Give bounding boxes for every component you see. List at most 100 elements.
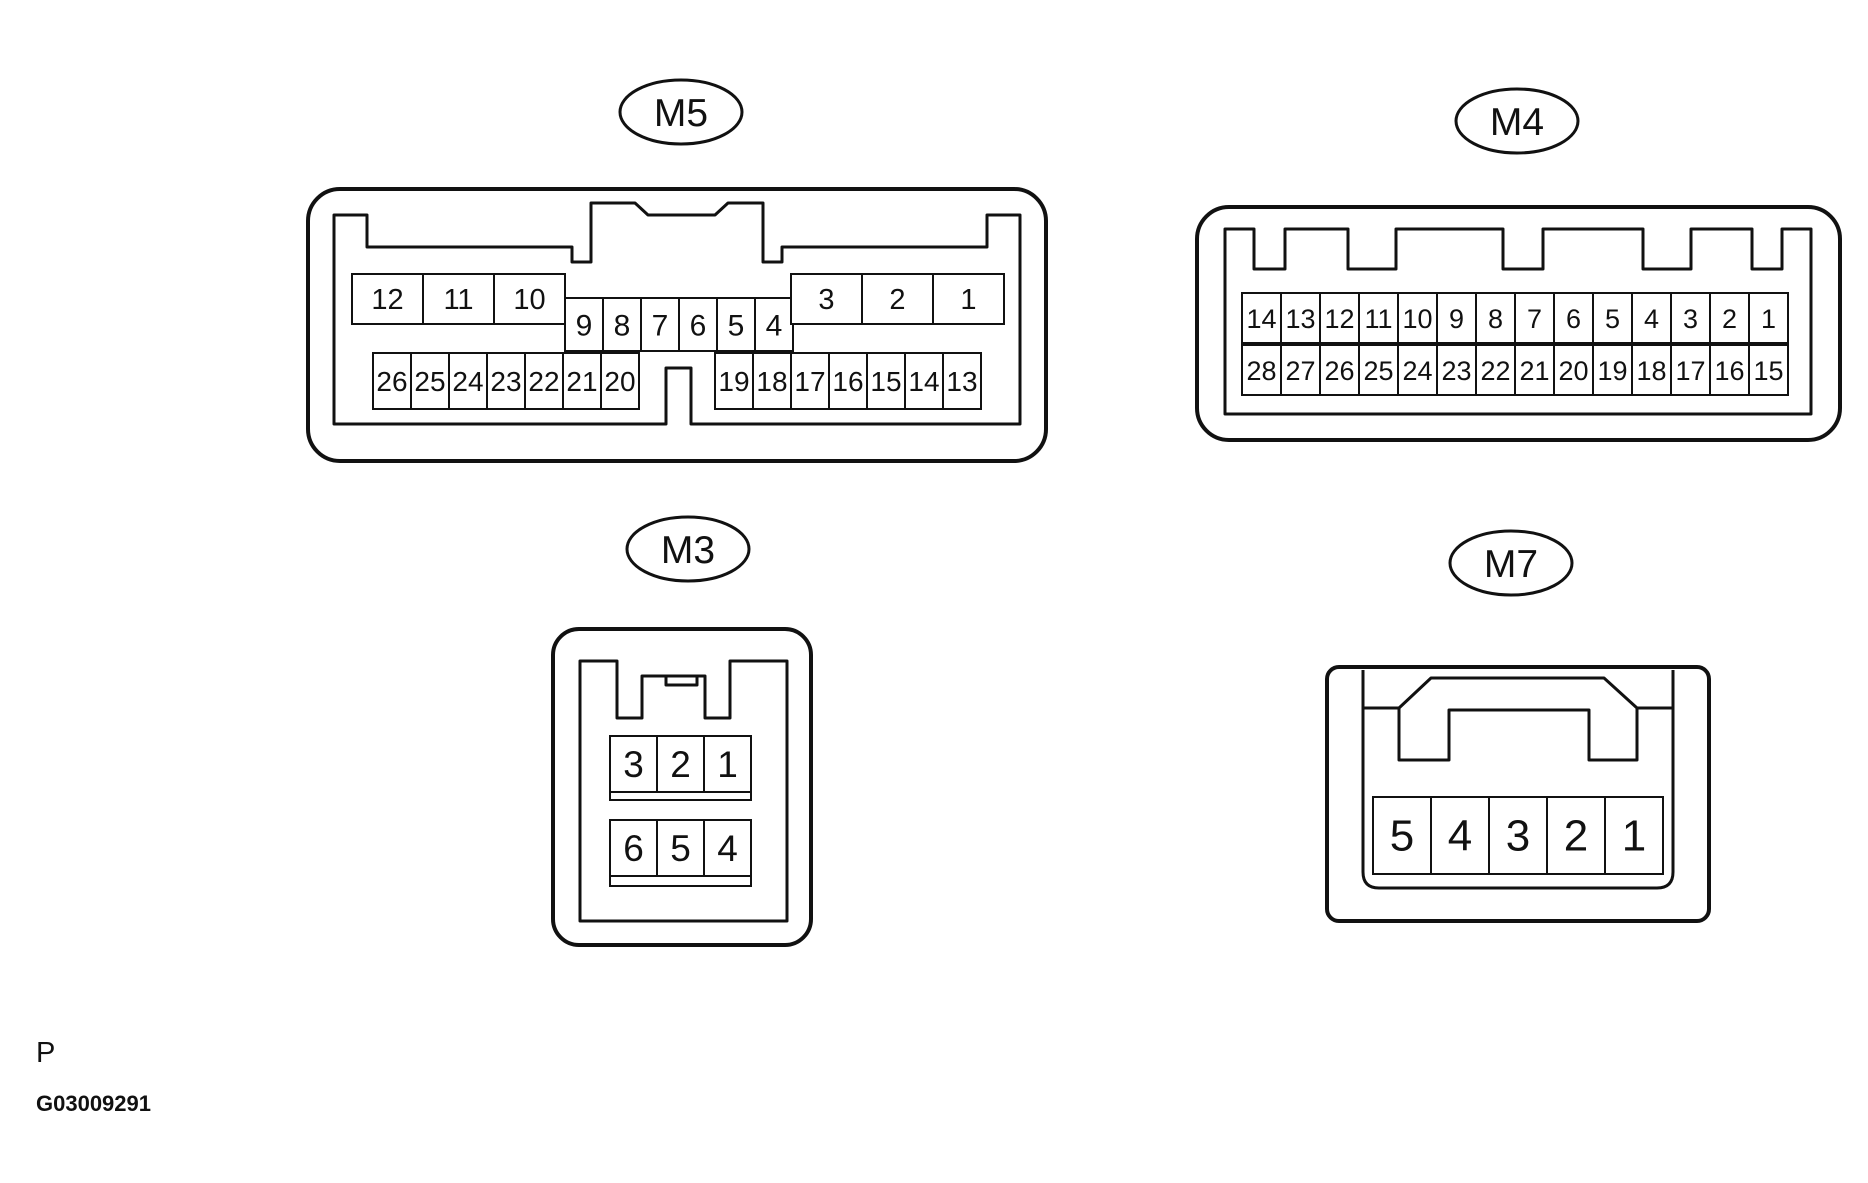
m3-pin-3-cell [609, 735, 658, 793]
m5-pin-23-cell [486, 352, 526, 410]
m5-pin-25-label: 25 [414, 366, 445, 397]
m4-pin-23-cell [1436, 344, 1477, 396]
m5-pin-15-label: 15 [870, 366, 901, 397]
m4-pin-9-cell [1436, 292, 1477, 344]
m4-pin-20-label: 20 [1558, 356, 1588, 386]
m7-label: M7 [1484, 543, 1538, 586]
m5-pin-4-label: 4 [766, 310, 783, 343]
m5-pin-6-label: 6 [690, 310, 707, 343]
m4-pin-27-cell [1280, 344, 1321, 396]
m4-pin-14-label: 14 [1246, 304, 1276, 334]
m7-housing-inner [1361, 670, 1675, 762]
m5-pin-14-cell [904, 352, 944, 410]
m3-row-divider [609, 791, 752, 801]
m5-pin-20-cell [600, 352, 640, 410]
m7-pin-3-cell [1488, 796, 1548, 875]
m5-pin-17-label: 17 [794, 366, 825, 397]
m4-pin-2-cell [1709, 292, 1750, 344]
m7-pin-2-label: 2 [1564, 812, 1588, 861]
m5-pin-4-cell [754, 297, 794, 352]
m5-pin-14-label: 14 [908, 366, 939, 397]
m4-pin-17-label: 17 [1675, 356, 1705, 386]
m4-pin-6-label: 6 [1566, 304, 1581, 334]
m3-pin-5-cell [656, 819, 705, 877]
m4-pin-5-label: 5 [1605, 304, 1620, 334]
m4-pin-19-cell [1592, 344, 1633, 396]
m5-pin-19-label: 19 [718, 366, 749, 397]
m4-label: M4 [1490, 101, 1544, 144]
m4-pin-23-label: 23 [1441, 356, 1471, 386]
m5-pin-1-label: 1 [960, 284, 976, 316]
m5-pin-18-label: 18 [756, 366, 787, 397]
m5-pin-16-label: 16 [832, 366, 863, 397]
m4-pin-1-label: 1 [1761, 304, 1776, 334]
m4-pin-12-cell [1319, 292, 1360, 344]
m5-pin-9-cell [564, 297, 604, 352]
m3-pin-1-cell [703, 735, 752, 793]
m5-pin-2-label: 2 [889, 284, 905, 316]
m4-pin-21-label: 21 [1519, 356, 1549, 386]
m4-housing-inner [1223, 227, 1813, 416]
m5-label: M5 [654, 92, 708, 135]
m5-pin-13-cell [942, 352, 982, 410]
m3-housing-inner [578, 659, 789, 923]
m4-pin-22-label: 22 [1480, 356, 1510, 386]
footnote-letter: P [36, 1037, 56, 1069]
m5-pin-22-label: 22 [528, 366, 559, 397]
m7-housing-inner-bottom [1361, 708, 1675, 890]
m5-pin-7-cell [640, 297, 680, 352]
m4-pin-1-cell [1748, 292, 1789, 344]
m5-pin-5-cell [716, 297, 756, 352]
m4-pin-4-label: 4 [1644, 304, 1659, 334]
m5-pin-24-cell [448, 352, 488, 410]
m4-pin-3-label: 3 [1683, 304, 1698, 334]
m7-pin-4-label: 4 [1448, 812, 1472, 861]
m5-pin-18-cell [752, 352, 792, 410]
m4-pin-25-cell [1358, 344, 1399, 396]
m5-pin-22-cell [524, 352, 564, 410]
m4-pin-22-cell [1475, 344, 1516, 396]
m5-pin-23-label: 23 [490, 366, 521, 397]
m3-pin-4-cell [703, 819, 752, 877]
m5-label-ellipse [618, 78, 744, 146]
m4-pin-11-label: 11 [1364, 304, 1392, 334]
m4-pin-7-label: 7 [1527, 304, 1542, 334]
m4-pin-12-label: 12 [1324, 304, 1354, 334]
m4-pin-10-label: 10 [1402, 304, 1432, 334]
m5-pin-11-label: 11 [443, 284, 473, 316]
m4-pin-2-label: 2 [1722, 304, 1737, 334]
m4-pin-24-cell [1397, 344, 1438, 396]
m5-pin-21-label: 21 [566, 366, 597, 397]
m5-pin-5-label: 5 [728, 310, 745, 343]
m7-pin-4-cell [1430, 796, 1490, 875]
m7-pin-5-label: 5 [1390, 812, 1414, 861]
m7-pin-1-cell [1604, 796, 1664, 875]
m4-pin-27-label: 27 [1285, 356, 1315, 386]
figure-code: G03009291 [36, 1091, 151, 1116]
m4-pin-18-label: 18 [1636, 356, 1666, 386]
m5-pin-10-label: 10 [513, 284, 545, 316]
m4-housing-outer [1195, 205, 1842, 442]
m7-label-ellipse [1448, 529, 1574, 597]
m5-pin-26-label: 26 [376, 366, 407, 397]
m4-pin-26-label: 26 [1324, 356, 1354, 386]
m5-pin-15-cell [866, 352, 906, 410]
m3-pin-3-label: 3 [623, 744, 644, 785]
m4-label-ellipse [1454, 87, 1580, 155]
m4-pin-3-cell [1670, 292, 1711, 344]
m3-pin-6-label: 6 [623, 828, 644, 869]
m4-pin-28-label: 28 [1246, 356, 1276, 386]
m5-pin-20-label: 20 [604, 366, 635, 397]
m3-bottom-strip [609, 875, 752, 887]
m5-housing-inner [332, 201, 1022, 426]
m4-pin-25-label: 25 [1363, 356, 1393, 386]
m7-housing-outer [1325, 665, 1711, 923]
m5-pin-1-cell [932, 273, 1005, 325]
m4-pin-16-label: 16 [1714, 356, 1744, 386]
m4-pin-15-label: 15 [1753, 356, 1783, 386]
m3-pin-2-label: 2 [670, 744, 691, 785]
m5-pin-13-label: 13 [946, 366, 977, 397]
m4-pin-15-cell [1748, 344, 1789, 396]
m5-pin-8-label: 8 [614, 310, 631, 343]
m3-pin-5-label: 5 [670, 828, 691, 869]
